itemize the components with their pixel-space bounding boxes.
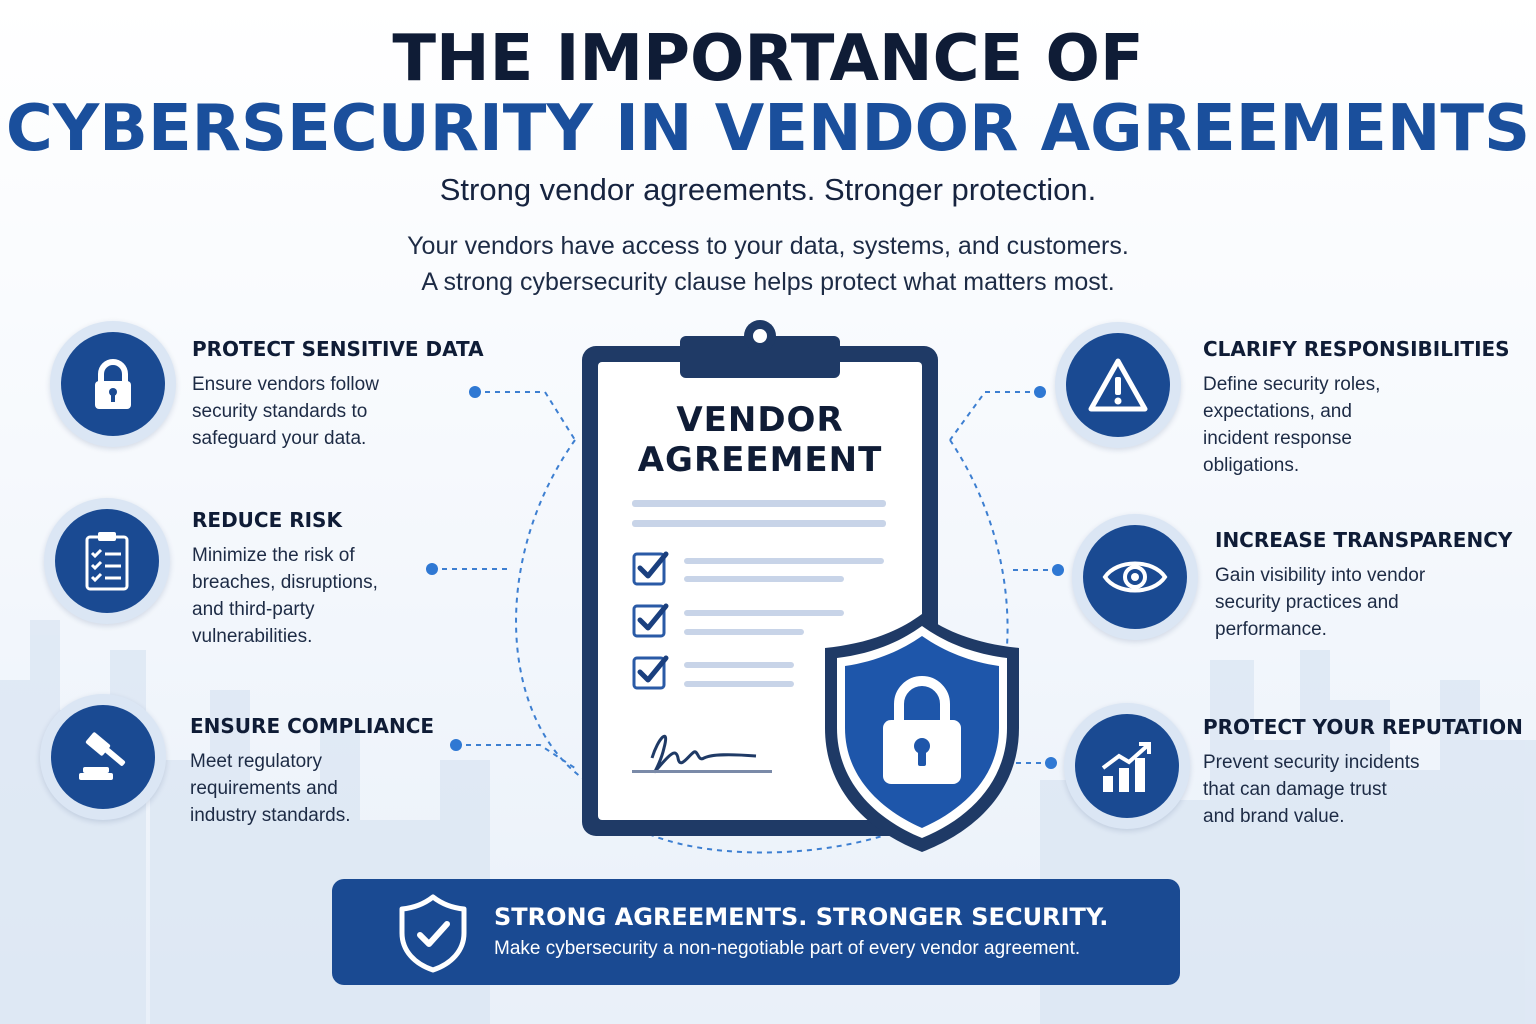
bottom-banner: STRONG AGREEMENTS. STRONGER SECURITY. Ma… [332, 879, 1180, 985]
lock-icon [95, 359, 131, 409]
feature-description: Minimize the risk of breaches, disruptio… [192, 542, 492, 650]
feature-line: industry standards. [190, 805, 351, 826]
feature-line: Ensure vendors follow [192, 374, 379, 395]
intro-text: Your vendors have access to your data, s… [0, 228, 1536, 300]
feature-line: that can damage trust [1203, 779, 1387, 800]
feature-description: Ensure vendors follow security standards… [192, 371, 492, 452]
feature-line: Minimize the risk of [192, 545, 355, 566]
page-title-line2: CYBERSECURITY IN VENDOR AGREEMENTS [5, 92, 1531, 166]
feature-line: and brand value. [1203, 806, 1345, 827]
warning-icon [1088, 358, 1148, 412]
growth-chart-icon [1101, 742, 1151, 792]
feature-icon-circle-compliance [40, 694, 166, 820]
feature-line: obligations. [1203, 455, 1300, 476]
feature-reduce-risk: REDUCE RISK Minimize the risk of breache… [192, 508, 492, 650]
feature-line: Prevent security incidents [1203, 752, 1420, 773]
feature-line: security standards to [192, 401, 368, 422]
feature-line: incident response [1203, 428, 1352, 449]
document-title-line1: VENDOR [676, 400, 844, 440]
feature-description: Gain visibility into vendor security pra… [1215, 562, 1515, 643]
feature-title: REDUCE RISK [192, 508, 342, 532]
page-title-line1: THE IMPORTANCE OF [392, 22, 1144, 96]
feature-line: performance. [1215, 619, 1327, 640]
feature-title: CLARIFY RESPONSIBILITIES [1203, 337, 1510, 361]
shield-lock-icon [825, 614, 1019, 852]
feature-line: vulnerabilities. [192, 626, 313, 647]
feature-title: ENSURE COMPLIANCE [190, 714, 435, 738]
checklist-icon [85, 532, 129, 591]
feature-description: Define security roles, expectations, and… [1203, 371, 1503, 479]
feature-line: Define security roles, [1203, 374, 1381, 395]
intro-line-1: Your vendors have access to your data, s… [407, 232, 1129, 260]
feature-title: INCREASE TRANSPARENCY [1215, 528, 1513, 552]
feature-description: Meet regulatory requirements and industr… [190, 748, 490, 829]
feature-line: safeguard your data. [192, 428, 367, 449]
feature-icon-circle-protect-data [50, 321, 176, 447]
feature-ensure-compliance: ENSURE COMPLIANCE Meet regulatory requir… [190, 714, 490, 829]
eye-icon [1102, 561, 1168, 593]
feature-protect-sensitive-data: PROTECT SENSITIVE DATA Ensure vendors fo… [192, 337, 492, 452]
feature-description: Prevent security incidents that can dama… [1203, 749, 1503, 830]
feature-icon-circle-transparency [1072, 514, 1198, 640]
banner-title: STRONG AGREEMENTS. STRONGER SECURITY. [494, 903, 1109, 931]
feature-line: expectations, and [1203, 401, 1352, 422]
feature-title: PROTECT YOUR REPUTATION [1203, 715, 1523, 739]
feature-title: PROTECT SENSITIVE DATA [192, 337, 484, 361]
feature-line: Meet regulatory [190, 751, 323, 772]
document-title-line2: AGREEMENT [637, 440, 883, 480]
feature-icon-circle-responsibilities [1055, 322, 1181, 448]
feature-icon-circle-reduce-risk [44, 498, 170, 624]
feature-line: security practices and [1215, 592, 1399, 613]
feature-clarify-responsibilities: CLARIFY RESPONSIBILITIES Define security… [1203, 337, 1510, 479]
feature-increase-transparency: INCREASE TRANSPARENCY Gain visibility in… [1215, 528, 1515, 643]
feature-line: and third-party [192, 599, 315, 620]
feature-line: breaches, disruptions, [192, 572, 378, 593]
shield-check-icon [399, 894, 467, 973]
page-subtitle: Strong vendor agreements. Stronger prote… [439, 172, 1097, 207]
feature-protect-reputation: PROTECT YOUR REPUTATION Prevent security… [1203, 715, 1523, 830]
feature-line: requirements and [190, 778, 338, 799]
intro-line-2: A strong cybersecurity clause helps prot… [421, 268, 1115, 296]
feature-icon-circle-reputation [1064, 703, 1190, 829]
gavel-icon [79, 732, 126, 780]
feature-line: Gain visibility into vendor [1215, 565, 1426, 586]
banner-subtitle: Make cybersecurity a non-negotiable part… [494, 938, 1081, 959]
